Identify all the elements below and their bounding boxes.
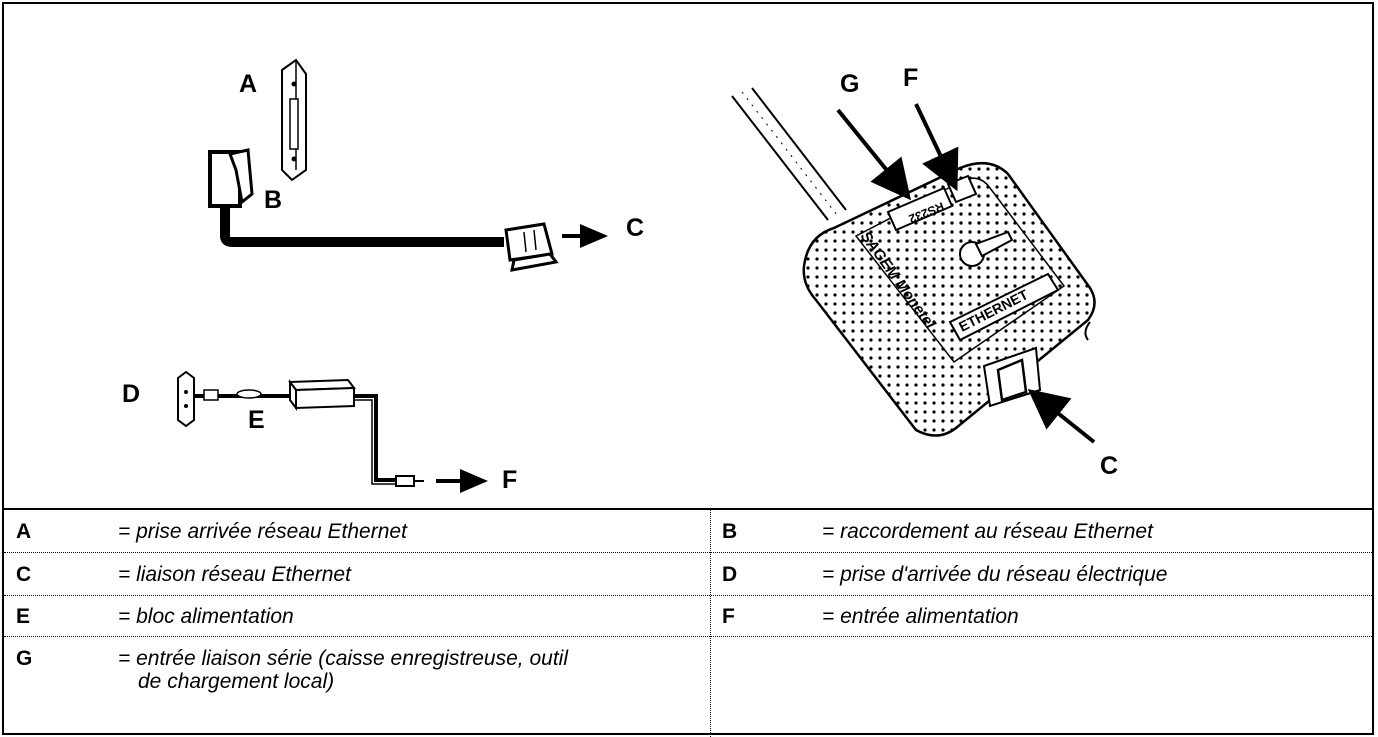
legend-row: C = liaison réseau Ethernet D = prise d'… [4,552,1374,595]
legend-description: = bloc alimentation [118,605,294,628]
legend-table: A = prise arrivée réseau Ethernet B = ra… [4,508,1374,737]
label-b: B [264,186,282,214]
legend-description: = raccordement au réseau Ethernet [822,520,1153,543]
power-wall-socket [177,370,195,428]
label-g-right: G [840,70,859,98]
legend-description: = entrée liaison série (caisse enregistr… [118,647,568,670]
arrow-to-rs232 [836,108,912,201]
legend-letter: D [722,563,738,586]
legend-description: = liaison réseau Ethernet [118,563,351,586]
legend-description-continued: de chargement local) [138,670,335,693]
legend-row: G = entrée liaison série (caisse enregis… [4,636,1374,737]
legend-column-divider [710,510,711,737]
arrow-right-c [562,224,608,248]
label-c-left: C [626,214,644,242]
label-f-left: F [502,466,517,494]
arrow-right-f [436,469,488,493]
arrow-to-ethernet-port [1027,389,1096,444]
legend-letter: C [16,563,32,586]
power-supply-block [194,378,424,487]
label-e: E [248,406,265,434]
ethernet-wall-socket [281,58,307,182]
legend-description: = prise d'arrivée du réseau électrique [822,563,1168,586]
ethernet-plug-c [504,222,559,272]
label-c-right: C [1100,452,1118,480]
legend-letter: E [16,605,31,628]
label-a: A [239,70,257,98]
ethernet-module: RS232 SAGEM Monetel ETHERNET [731,87,1096,437]
legend-letter: A [16,520,32,543]
legend-description: = entrée alimentation [822,605,1019,628]
label-f-right: F [903,64,918,92]
legend-description: = prise arrivée réseau Ethernet [118,520,407,543]
ethernet-plug-b [208,148,254,226]
legend-letter: B [722,520,738,543]
legend-row: E = bloc alimentation F = entrée aliment… [4,595,1374,636]
arrow-to-power-port [914,103,959,192]
legend-letter: F [722,605,735,628]
ethernet-cable [220,224,504,247]
illustration-area: A B C D [122,58,1118,494]
label-d: D [122,380,140,408]
legend-row: A = prise arrivée réseau Ethernet B = ra… [4,510,1374,552]
legend-letter: G [16,647,33,670]
